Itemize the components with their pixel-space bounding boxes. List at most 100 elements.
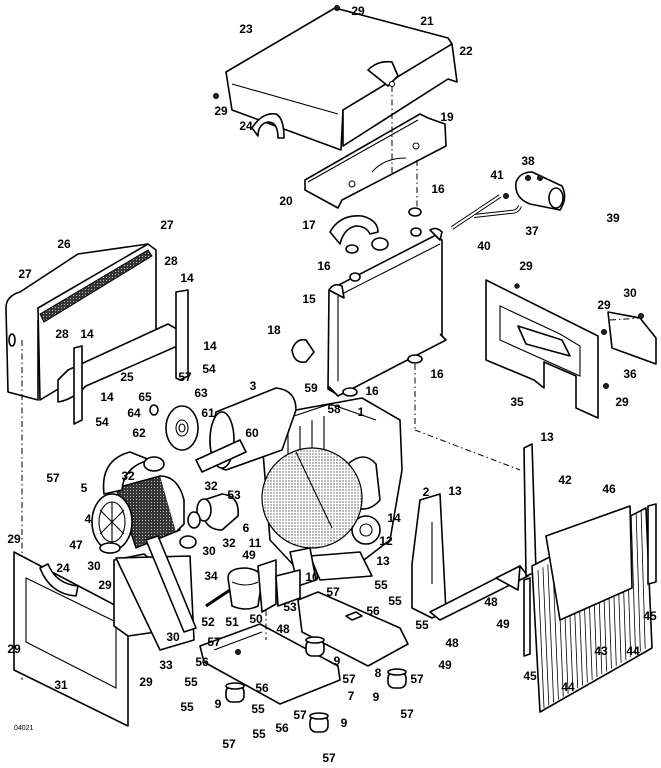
radiator-hose-17 (329, 215, 379, 245)
callout-28: 28 (164, 254, 178, 268)
callout-13: 13 (376, 554, 390, 568)
callout-29: 29 (615, 395, 629, 409)
callout-58: 58 (327, 402, 341, 416)
callout-55: 55 (252, 727, 266, 741)
coolant-sensor-18 (291, 338, 315, 364)
fuel-filter-51 (227, 567, 263, 610)
callout-57: 57 (293, 708, 307, 722)
mount-bracket-50 (257, 559, 301, 613)
screw-29-left (213, 93, 219, 99)
callout-3: 3 (250, 379, 257, 393)
callout-14: 14 (203, 339, 217, 353)
callout-14: 14 (100, 390, 114, 404)
grille-fin (537, 569, 545, 709)
callout-30: 30 (202, 544, 216, 558)
callout-7: 7 (348, 689, 355, 703)
callout-45: 45 (523, 669, 537, 683)
callout-8: 8 (375, 666, 382, 680)
callout-57: 57 (222, 737, 236, 751)
clamp-41 (503, 193, 509, 199)
callout-37: 37 (525, 224, 539, 238)
front-panel-31 (13, 551, 129, 727)
grille-fin (547, 564, 555, 703)
overflow-hose-39 (572, 197, 585, 316)
callout-9: 9 (341, 716, 348, 730)
callout-30: 30 (623, 286, 637, 300)
callout-29: 29 (98, 578, 112, 592)
callout-14: 14 (387, 511, 401, 525)
hose-clamps-32 (179, 511, 201, 549)
screw-29-top (334, 5, 340, 11)
callout-56: 56 (275, 721, 289, 735)
callout-62: 62 (132, 426, 146, 440)
callout-14: 14 (80, 327, 94, 341)
callout-18: 18 (267, 323, 281, 337)
callout-30: 30 (87, 559, 101, 573)
callout-24: 24 (56, 561, 70, 575)
callout-56: 56 (255, 681, 269, 695)
callout-16: 16 (317, 259, 331, 273)
callout-57: 57 (400, 707, 414, 721)
isolator (225, 682, 245, 703)
callout-28: 28 (55, 327, 69, 341)
isolator (387, 668, 407, 689)
callout-52: 52 (201, 615, 215, 629)
callout-20: 20 (279, 194, 293, 208)
callout-32: 32 (204, 479, 218, 493)
radiator-cap (371, 237, 389, 251)
callout-44: 44 (626, 644, 640, 658)
callout-57: 57 (207, 635, 221, 649)
callout-57: 57 (410, 672, 424, 686)
screw-29-panel-lower (603, 383, 609, 389)
radiator (327, 227, 447, 397)
isolator (309, 712, 329, 733)
callout-15: 15 (302, 292, 316, 306)
callout-16: 16 (431, 182, 445, 196)
callout-4: 4 (85, 512, 92, 526)
side-panel-35 (485, 279, 599, 419)
radiator-isolators-16 (342, 207, 423, 397)
callout-50: 50 (249, 612, 263, 626)
callout-27: 27 (160, 218, 174, 232)
callout-26: 26 (57, 237, 71, 251)
fuel-line-52 (205, 588, 231, 608)
engine-isolators-9 (225, 636, 407, 733)
callout-38: 38 (521, 154, 535, 168)
grille-screen-46 (545, 505, 633, 621)
callout-36: 36 (623, 367, 637, 381)
callout-55: 55 (180, 700, 194, 714)
fan-shroud-26 (5, 243, 157, 401)
callout-23: 23 (239, 22, 253, 36)
callout-55: 55 (251, 702, 265, 716)
callout-16: 16 (365, 384, 379, 398)
callout-57: 57 (326, 585, 340, 599)
callout-13: 13 (448, 484, 462, 498)
callout-64: 64 (127, 406, 141, 420)
callout-6: 6 (243, 521, 250, 535)
shroud-upright-right (175, 289, 189, 381)
callout-35: 35 (510, 395, 524, 409)
callout-54: 54 (202, 362, 216, 376)
grille-fin (630, 516, 636, 655)
callout-40: 40 (477, 239, 491, 253)
grille-fin (542, 567, 550, 706)
callout-48: 48 (484, 595, 498, 609)
callout-27: 27 (18, 267, 32, 281)
callout-12: 12 (379, 534, 393, 548)
callout-55: 55 (415, 618, 429, 632)
callout-49: 49 (438, 658, 452, 672)
intake-hose-6 (196, 493, 239, 531)
engine-mount-7 (199, 623, 341, 705)
callout-41: 41 (490, 168, 504, 182)
callout-16: 16 (430, 367, 444, 381)
callout-48: 48 (445, 636, 459, 650)
callout-11: 11 (249, 536, 262, 550)
callout-32: 32 (222, 536, 236, 550)
callout-32: 32 (121, 469, 135, 483)
frame-upright-left (411, 493, 447, 619)
air-cleaner-4 (91, 475, 185, 551)
callout-17: 17 (302, 218, 316, 232)
callout-47: 47 (69, 538, 83, 552)
callout-57: 57 (322, 751, 336, 765)
